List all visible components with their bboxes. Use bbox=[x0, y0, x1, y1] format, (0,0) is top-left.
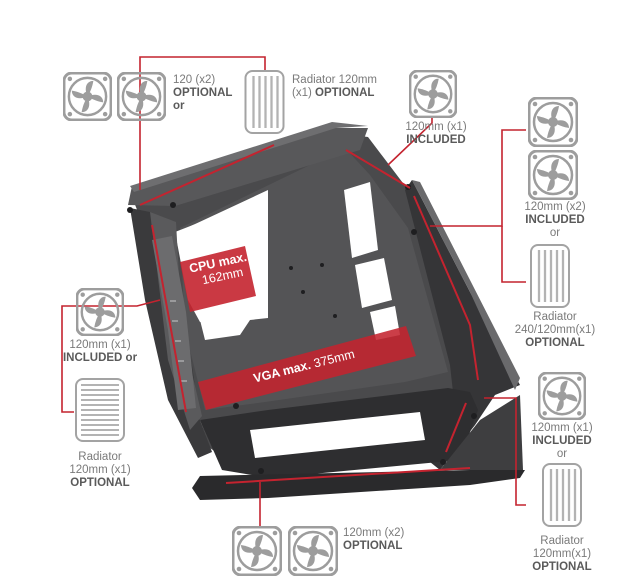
top-radiator-icon bbox=[244, 70, 285, 134]
top-right-fan-icon bbox=[409, 70, 457, 118]
bottom-front-radiator-icon bbox=[541, 463, 583, 527]
top-fans-label: 120 (x2) OPTIONAL or bbox=[173, 74, 232, 113]
top-fan-1-icon bbox=[63, 72, 112, 121]
bottom-front-radiator-label: Radiator 120mm(x1) OPTIONAL bbox=[520, 535, 604, 574]
vga-clearance-band bbox=[198, 326, 416, 410]
front-line6: OPTIONAL bbox=[525, 337, 585, 349]
callout-lines bbox=[61, 56, 526, 528]
top-radiator-label: Radiator 120mm (x1) OPTIONAL bbox=[292, 74, 377, 100]
front-line3: or bbox=[549, 227, 561, 239]
front-line1: 120mm (x2) bbox=[524, 201, 586, 213]
bottom-fan-1-icon bbox=[232, 526, 282, 576]
front-fan-2-icon bbox=[528, 150, 578, 200]
bottom-fans-line1: 120mm (x2) bbox=[343, 527, 405, 539]
rear-radiator-icon bbox=[75, 378, 125, 442]
bottom-front-line6: OPTIONAL bbox=[532, 561, 592, 573]
top-radiator-line2: (x1) bbox=[292, 87, 312, 99]
front-line2: INCLUDED bbox=[525, 214, 585, 226]
top-right-fan-line1: 120mm (x1) bbox=[405, 121, 467, 133]
top-radiator-line2-wrap: (x1) OPTIONAL bbox=[292, 87, 377, 100]
rear-line3: Radiator bbox=[78, 451, 122, 463]
front-fans-label: 120mm (x2) INCLUDED or bbox=[515, 201, 595, 240]
front-radiator-icon bbox=[529, 244, 571, 308]
top-fan-2-icon bbox=[117, 72, 166, 121]
bottom-front-line3: or bbox=[556, 448, 568, 460]
top-radiator-line1: Radiator 120mm bbox=[292, 74, 378, 86]
rear-line5: OPTIONAL bbox=[70, 477, 130, 489]
rear-line4: 120mm (x1) bbox=[69, 464, 131, 476]
rear-line1: 120mm (x1) bbox=[69, 339, 131, 351]
rear-radiator-label: Radiator 120mm (x1) OPTIONAL bbox=[52, 451, 148, 490]
bottom-fans-label: 120mm (x2) OPTIONAL bbox=[343, 527, 404, 553]
bottom-fan-2-icon bbox=[288, 526, 338, 576]
front-line5: 240/120mm(x1) bbox=[514, 324, 596, 336]
top-right-fan-line2: INCLUDED bbox=[406, 134, 466, 146]
top-right-fan-label: 120mm (x1) INCLUDED bbox=[398, 121, 474, 147]
bottom-front-line4: Radiator bbox=[540, 535, 584, 547]
bottom-front-line5: 120mm(x1) bbox=[532, 548, 592, 560]
bottom-front-fan-icon bbox=[538, 372, 586, 420]
bottom-front-line1: 120mm (x1) bbox=[531, 422, 593, 434]
pc-case bbox=[127, 122, 525, 500]
front-fan-1-icon bbox=[528, 97, 578, 147]
cpu-clearance-band bbox=[180, 246, 256, 312]
top-radiator-line3: OPTIONAL bbox=[315, 87, 375, 99]
top-fans-line1: 120 (x2) bbox=[173, 74, 216, 86]
front-line4: Radiator bbox=[533, 311, 577, 323]
bottom-fans-line2: OPTIONAL bbox=[343, 540, 403, 552]
rear-fan-icon bbox=[76, 288, 124, 336]
bottom-front-fan-label: 120mm (x1) INCLUDED or bbox=[520, 422, 604, 461]
rear-fan-label: 120mm (x1) INCLUDED or bbox=[52, 339, 148, 365]
top-fans-line2: OPTIONAL bbox=[173, 87, 233, 99]
fan-mount-highlights bbox=[139, 144, 479, 484]
top-fans-line3: or bbox=[173, 100, 185, 112]
front-radiator-label: Radiator 240/120mm(x1) OPTIONAL bbox=[500, 311, 610, 350]
bottom-front-line2: INCLUDED bbox=[532, 435, 592, 447]
rear-line2: INCLUDED or bbox=[62, 352, 138, 364]
